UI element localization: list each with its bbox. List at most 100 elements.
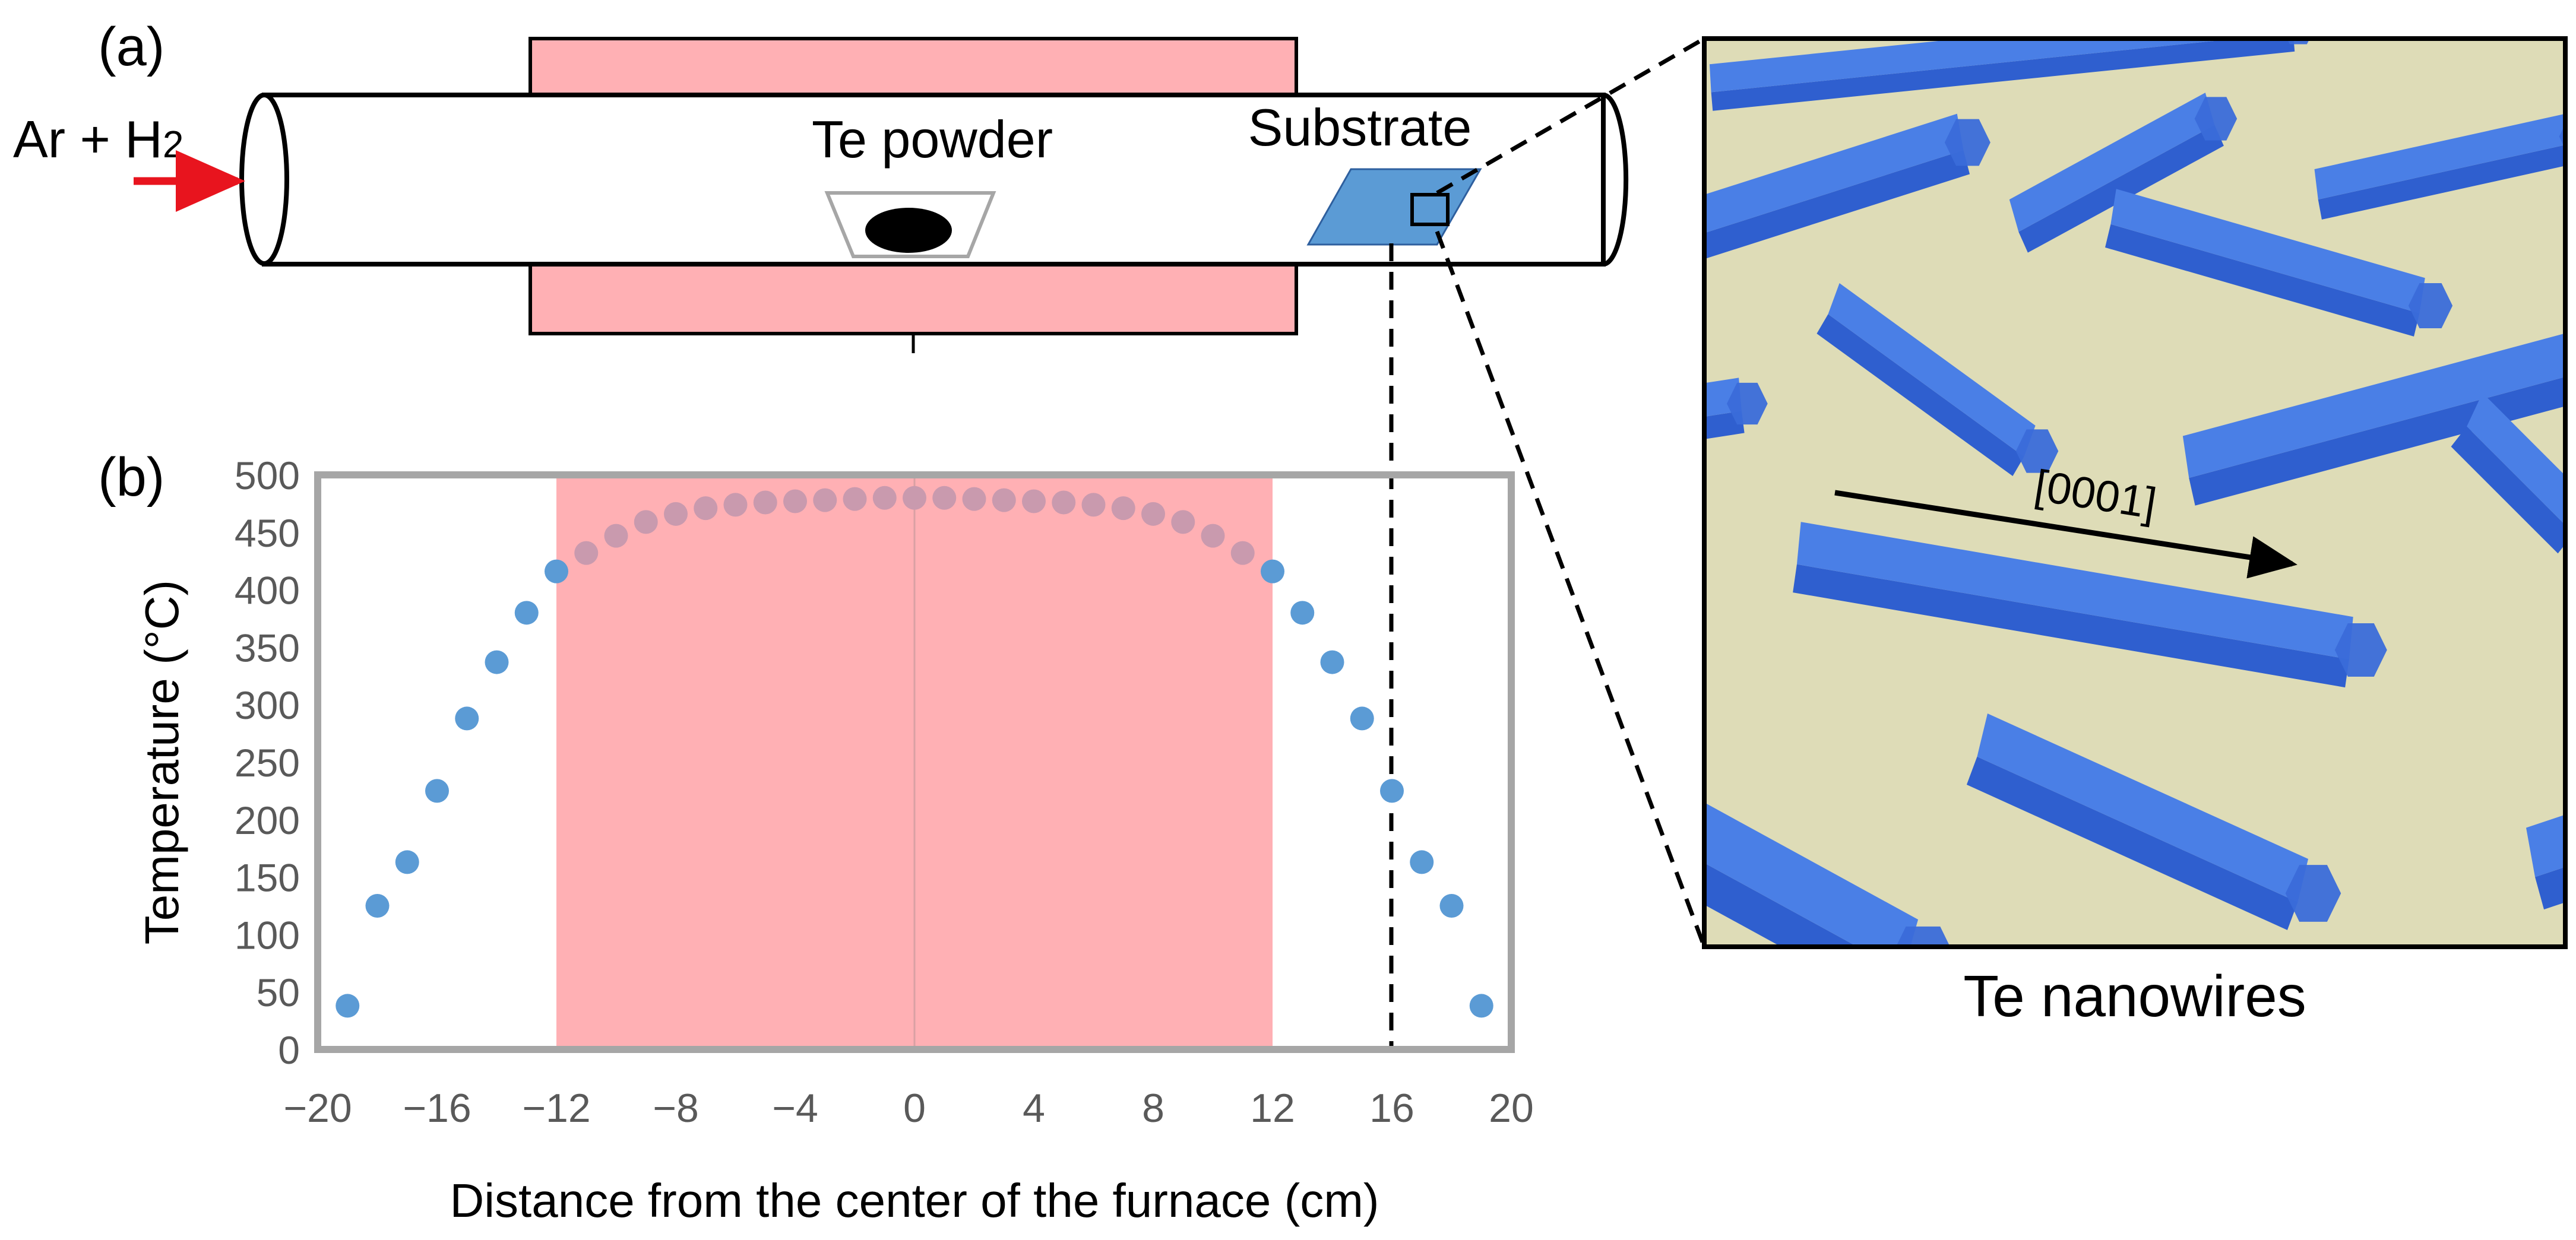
- nanowire-side: [2018, 125, 2224, 253]
- nanowire-side: [2318, 145, 2565, 220]
- nanowire-end-cap: [1944, 119, 1990, 166]
- nanowire-side: [1966, 756, 2298, 930]
- x-tick-label: 12: [1250, 1086, 1295, 1131]
- data-point: [1261, 559, 1284, 583]
- growth-direction-arrow: [1834, 490, 2297, 579]
- zoom-line-top: [1436, 36, 1705, 195]
- panel-a: (a) Ar + H2 Te powder Substrate: [13, 17, 1707, 1051]
- x-tick-label: −20: [283, 1086, 352, 1131]
- nanowire-side: [1817, 314, 2024, 477]
- data-point: [1081, 493, 1106, 517]
- nanowire-top: [1828, 283, 2036, 457]
- data-point: [843, 487, 867, 511]
- gas-inlet-label: Ar + H2: [13, 110, 183, 169]
- data-point: [1230, 541, 1255, 565]
- y-tick-label: 350: [235, 626, 300, 670]
- temperature-chart: 0 50 100 150 200 250 300 350 400 450 500 −20 −16 −12 −…: [135, 453, 1534, 1227]
- nanowire-end-cap: [2015, 429, 2059, 473]
- nanowire-top: [1709, 39, 2238, 93]
- x-tick-label: 4: [1023, 1086, 1045, 1131]
- x-tick-label: −16: [403, 1086, 471, 1131]
- nanowire-top: [2182, 333, 2565, 478]
- data-point: [1350, 706, 1374, 731]
- data-point: [485, 650, 509, 674]
- panel-b-label: (b): [98, 447, 164, 508]
- nanowire-end-cap: [2194, 97, 2238, 141]
- data-point: [872, 486, 897, 510]
- data-point: [1201, 524, 1225, 548]
- y-tick-label: 300: [235, 683, 300, 727]
- nanowire-end-cap: [2285, 865, 2341, 922]
- y-tick-label: 150: [235, 856, 300, 900]
- data-point: [1111, 496, 1135, 521]
- tube-inlet-end: [239, 93, 289, 266]
- y-tick-label: 500: [235, 453, 300, 497]
- data-point: [664, 502, 688, 526]
- data-point: [545, 559, 568, 583]
- data-point: [1290, 601, 1315, 625]
- x-axis-title: Distance from the center of the furnace …: [450, 1174, 1379, 1227]
- data-point: [694, 496, 718, 521]
- y-tick-label: 450: [235, 511, 300, 555]
- y-axis-title: Temperature (°C): [135, 580, 188, 944]
- data-point: [1141, 502, 1165, 526]
- x-tick-label: −4: [772, 1086, 818, 1131]
- data-point: [1439, 894, 1464, 918]
- nanowire-top: [1796, 522, 2353, 659]
- nanowire-top: [2110, 189, 2425, 313]
- y-tick-label: 200: [235, 798, 300, 842]
- panel-a-label: (a): [98, 17, 164, 77]
- x-tick-label: −12: [522, 1086, 590, 1131]
- y-tick-label: 250: [235, 741, 300, 785]
- inset-frame: [1702, 36, 2568, 949]
- data-point: [336, 994, 360, 1018]
- nanowire-side: [1704, 150, 1970, 259]
- nanowire-group: [1704, 39, 2565, 947]
- tube-outlet-end: [1603, 93, 1629, 267]
- data-point: [962, 487, 986, 511]
- zoom-region-box: [1410, 193, 1450, 226]
- nanowire-top: [2526, 814, 2565, 877]
- plot-frame: [314, 471, 1515, 1053]
- x-tick-label: 16: [1369, 1086, 1414, 1131]
- substrate-label: Substrate: [1248, 98, 1472, 157]
- nanowire-top: [2467, 392, 2565, 525]
- data-point: [753, 490, 777, 515]
- nanowire-inset: [0001] Te nanowires: [1702, 36, 2568, 1029]
- nanowire-end-cap: [1895, 926, 1950, 947]
- x-tick-label: 20: [1489, 1086, 1534, 1131]
- data-point: [1469, 994, 1493, 1018]
- data-point: [903, 486, 926, 510]
- x-tick-label: 0: [903, 1086, 926, 1131]
- x-tick-label: −8: [653, 1086, 699, 1131]
- te-powder-pile: [865, 208, 952, 253]
- nanowire-end-cap: [2334, 623, 2387, 677]
- data-point: [1410, 850, 1434, 874]
- data-point: [604, 524, 628, 548]
- data-point: [783, 489, 807, 513]
- nanowire-top: [2009, 93, 2215, 232]
- te-powder-label: Te powder: [812, 110, 1053, 169]
- nanowire-side: [1793, 564, 2349, 688]
- data-point: [634, 510, 658, 534]
- nanowire-top: [1977, 713, 2309, 902]
- panel-b: (b) 0 50 100 150 200 250 300 350 400 450 500 −20 −16…: [98, 447, 1534, 1227]
- data-point: [813, 488, 837, 512]
- data-point: [932, 486, 957, 510]
- nanowire-side: [2535, 867, 2565, 910]
- zoom-line-bottom: [1435, 230, 1707, 948]
- data-point: [1171, 510, 1195, 534]
- data-point: [514, 601, 539, 625]
- data-point: [455, 706, 479, 731]
- inset-caption: Te nanowires: [1963, 963, 2306, 1029]
- nanowire-side: [1711, 39, 2295, 111]
- data-point: [992, 488, 1016, 512]
- nanowire-end-cap: [2408, 283, 2453, 328]
- y-tick-label: 100: [235, 913, 300, 957]
- y-tick-label: 400: [235, 569, 300, 613]
- y-tick-label: 50: [257, 971, 300, 1014]
- data-point: [1022, 489, 1046, 513]
- data-point: [1052, 490, 1076, 515]
- nanowire-side: [2189, 376, 2565, 506]
- data-point: [1380, 779, 1404, 803]
